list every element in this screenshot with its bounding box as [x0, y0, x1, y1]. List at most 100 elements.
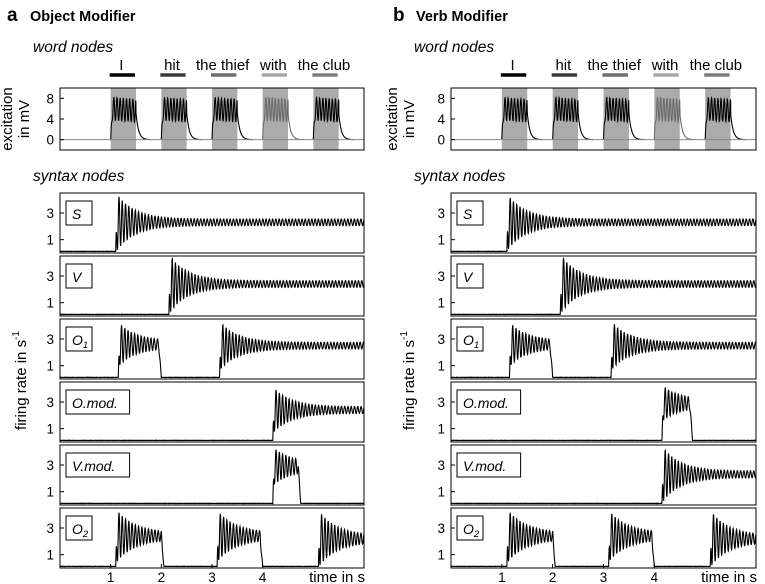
- y-tick-label: 1: [437, 233, 445, 248]
- word-label: I: [510, 57, 514, 74]
- node-name: O.mod.: [72, 395, 118, 411]
- panel-letter: a: [7, 5, 18, 26]
- word-trace: [160, 96, 202, 141]
- axes-frame: [450, 318, 757, 380]
- x-tick-label: 3: [208, 570, 216, 584]
- firing-trace: [59, 323, 365, 379]
- node-name: V.mod.: [463, 458, 506, 474]
- firing-trace: [59, 257, 365, 316]
- y-tick-label: 3: [437, 395, 445, 410]
- panel-title: Object Modifier: [30, 9, 136, 25]
- word-trace: [653, 96, 695, 141]
- node-name: S: [72, 206, 82, 222]
- word-trace: [262, 96, 304, 141]
- word-window: [552, 88, 579, 150]
- y-tick-label: 1: [46, 296, 54, 311]
- word-label: the thief: [196, 57, 250, 74]
- firing-trace: [451, 386, 757, 442]
- word-label: I: [119, 57, 123, 74]
- y-tick-label: 4: [437, 112, 445, 127]
- word-nodes-label: word nodes: [33, 39, 113, 56]
- y-tick-label: 1: [46, 359, 54, 374]
- word-window: [262, 88, 288, 150]
- node-label-box: [456, 515, 484, 541]
- node-label-box: [65, 263, 93, 289]
- y-tick-label: 3: [46, 458, 54, 473]
- word-trace: [704, 96, 746, 141]
- node-label-box: [456, 389, 522, 415]
- node-label-box: [65, 200, 93, 226]
- y-tick-label: 3: [437, 332, 445, 347]
- axes-frame: [450, 444, 757, 506]
- y-tick-label: 1: [46, 485, 54, 500]
- node-name: O1: [463, 332, 479, 351]
- syntax-node-axes: 1 3 O.mod.: [46, 381, 365, 443]
- y-tick-label: 1: [46, 233, 54, 248]
- node-label-box: [456, 200, 484, 226]
- y-tick-label: 1: [46, 548, 54, 563]
- syntax-nodes-label: syntax nodes: [414, 168, 506, 185]
- y-tick-label: 1: [437, 422, 445, 437]
- firing-axis-label-superscript: -1: [11, 331, 22, 340]
- excitation-axis-label-line: excitation: [0, 87, 16, 150]
- word-trace: [501, 96, 543, 141]
- node-name: O1: [72, 332, 88, 351]
- x-tick-label: 4: [651, 570, 659, 584]
- y-tick-label: 1: [437, 548, 445, 563]
- y-tick-label: 1: [437, 485, 445, 500]
- axes-frame: [59, 318, 365, 380]
- node-name-main: O: [72, 332, 83, 348]
- word-window: [313, 88, 339, 150]
- axes-frame: [450, 192, 757, 254]
- syntax-node-axes: 1 3 O1: [437, 318, 757, 380]
- x-tick-label: 2: [549, 570, 557, 584]
- y-tick-label: 3: [46, 206, 54, 221]
- excitation-axis-label-line: in mV: [16, 100, 33, 138]
- node-name: S: [463, 206, 473, 222]
- syntax-nodes-label: syntax nodes: [33, 168, 125, 185]
- y-tick-label: 3: [46, 269, 54, 284]
- y-tick-label: 8: [46, 91, 54, 106]
- firing-trace: [450, 197, 757, 253]
- word-trace: [602, 96, 644, 141]
- firing-trace: [59, 196, 365, 253]
- y-tick-label: 4: [46, 112, 54, 127]
- y-tick-label: 1: [46, 422, 54, 437]
- node-name-main: V: [463, 269, 474, 285]
- word-window: [212, 88, 238, 150]
- y-tick-label: 3: [437, 458, 445, 473]
- excitation-axis-label-line: in mV: [401, 100, 418, 138]
- syntax-node-axes: 1 3 V.mod.: [437, 444, 757, 506]
- x-tick-label: 1: [107, 570, 115, 584]
- node-name-main: S: [72, 206, 82, 222]
- time-axis-label: time in s: [701, 569, 757, 584]
- word-label: with: [651, 57, 679, 74]
- node-name-subscript: 1: [474, 340, 479, 351]
- x-tick-label: 1: [498, 570, 506, 584]
- word-window: [705, 88, 731, 150]
- firing-axis-label-main: firing rate in s: [401, 340, 418, 430]
- firing-axis-label: firing rate in s-1: [11, 331, 30, 430]
- word-trace: [211, 96, 253, 141]
- node-label-box: [65, 515, 93, 541]
- firing-trace: [59, 512, 365, 568]
- firing-axis-label-superscript: -1: [399, 331, 410, 340]
- node-name: O2: [463, 521, 480, 540]
- firing-trace: [60, 389, 365, 442]
- node-name-main: S: [463, 206, 473, 222]
- word-label: with: [259, 57, 287, 74]
- y-tick-label: 3: [46, 395, 54, 410]
- y-tick-label: 3: [437, 269, 445, 284]
- node-name-main: V: [72, 269, 83, 285]
- node-label-box: [65, 326, 93, 352]
- word-trace: [552, 95, 594, 141]
- firing-axis-label-main: firing rate in s: [13, 340, 30, 430]
